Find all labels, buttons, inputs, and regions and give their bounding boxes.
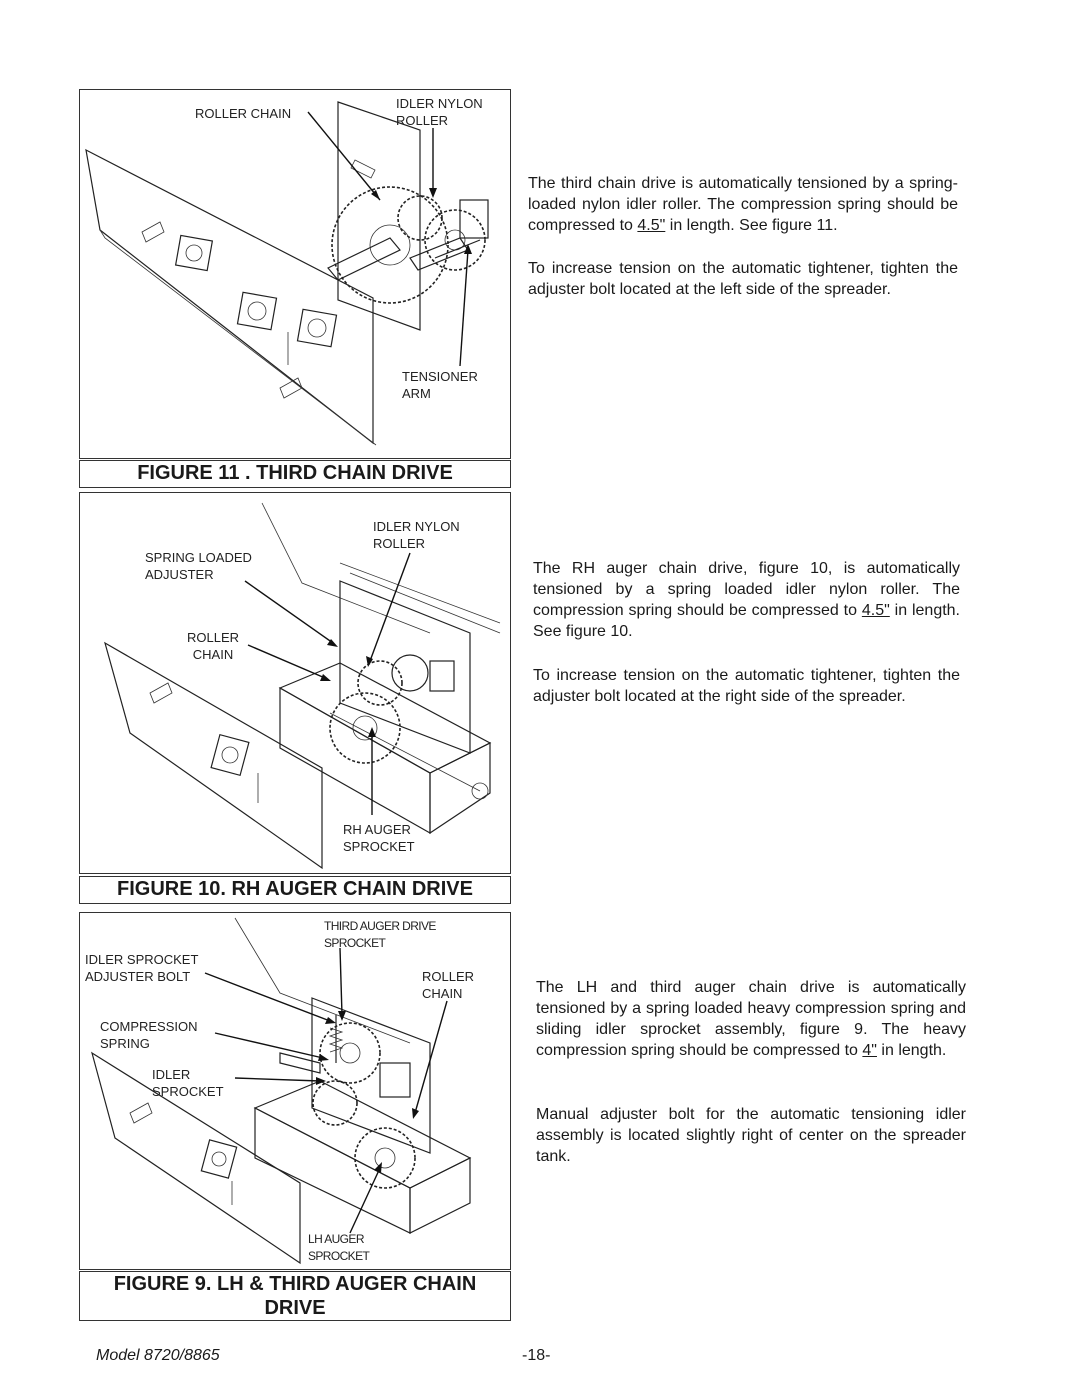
p1-length-value: 4.5" [637, 217, 666, 234]
idler-sprocket-label: IDLER SPROCKET [152, 1067, 224, 1099]
roller-chain-label: ROLLER CHAIN [187, 630, 240, 662]
rh-auger-sprocket-label: RH AUGER SPROCKET [343, 822, 415, 854]
spring-loaded-adjuster-label: SPRING LOADED ADJUSTER [145, 550, 252, 582]
third-chain-adjust-paragraph: To increase tension on the automatic tig… [528, 260, 958, 298]
p2-text-end: in length. See figure 10. [533, 602, 961, 640]
p2-length-value: 4.5" [861, 602, 890, 619]
idler-nylon-roller-label: IDLER NYLON ROLLER [396, 96, 483, 128]
figure-11-caption: FIGURE 11 . THIRD CHAIN DRIVE [79, 460, 511, 488]
footer-model: Model 8720/8865 [96, 1347, 220, 1364]
figure-10-illustration: IDLER NYLON ROLLER SPRING LOADED ADJUSTE… [79, 492, 511, 874]
tensioner-arm-label: TENSIONER ARM [402, 369, 478, 401]
lh-auger-sprocket-label: LH AUGER SPROCKET [308, 1232, 370, 1263]
lh-third-auger-chain-drive-drawing [91, 917, 472, 1265]
lh-third-auger-drive-paragraph: The LH and third auger chain drive is au… [536, 977, 966, 1061]
p1-text-end: in length. See figure 11. [665, 217, 838, 234]
rh-auger-adjust-paragraph: To increase tension on the automatic tig… [533, 667, 960, 705]
p1-text-start: The third chain drive is automatically t… [528, 175, 958, 234]
p3-text-start: The LH and third auger chain drive is au… [536, 979, 966, 1059]
footer-page-number: -18- [522, 1347, 551, 1364]
rh-auger-drive-paragraph: The RH auger chain drive, figure 10, is … [533, 558, 960, 642]
p3-text-end: in length. [876, 1042, 947, 1059]
third-chain-drive-drawing [85, 101, 489, 446]
figure-9-caption: FIGURE 9. LH & THIRD AUGER CHAIN DRIVE [79, 1271, 511, 1321]
figure-9-illustration: THIRD AUGER DRIVE SPROCKET IDLER SPROCKE… [79, 912, 511, 1270]
roller-chain-label: ROLLER CHAIN [422, 969, 475, 1001]
figure-11-illustration: ROLLER CHAIN IDLER NYLON ROLLER TENSIONE… [79, 89, 511, 459]
idler-nylon-roller-label: IDLER NYLON ROLLER [373, 519, 460, 551]
p2-text-start: The RH auger chain drive, figure 10, is … [533, 560, 960, 619]
idler-sprocket-adjuster-bolt-label: IDLER SPROCKET ADJUSTER BOLT [85, 952, 199, 984]
rh-auger-chain-drive-drawing [104, 502, 501, 870]
compression-spring-label: COMPRESSION SPRING [100, 1019, 198, 1051]
p3-length-value: 4" [862, 1042, 877, 1059]
third-auger-drive-sprocket-label: THIRD AUGER DRIVE SPROCKET [324, 919, 436, 950]
figure-10-caption: FIGURE 10. RH AUGER CHAIN DRIVE [79, 876, 511, 904]
roller-chain-label: ROLLER CHAIN [195, 106, 292, 121]
lh-third-auger-adjust-paragraph: Manual adjuster bolt for the automatic t… [536, 1106, 966, 1165]
third-chain-drive-paragraph: The third chain drive is automatically t… [528, 173, 958, 236]
